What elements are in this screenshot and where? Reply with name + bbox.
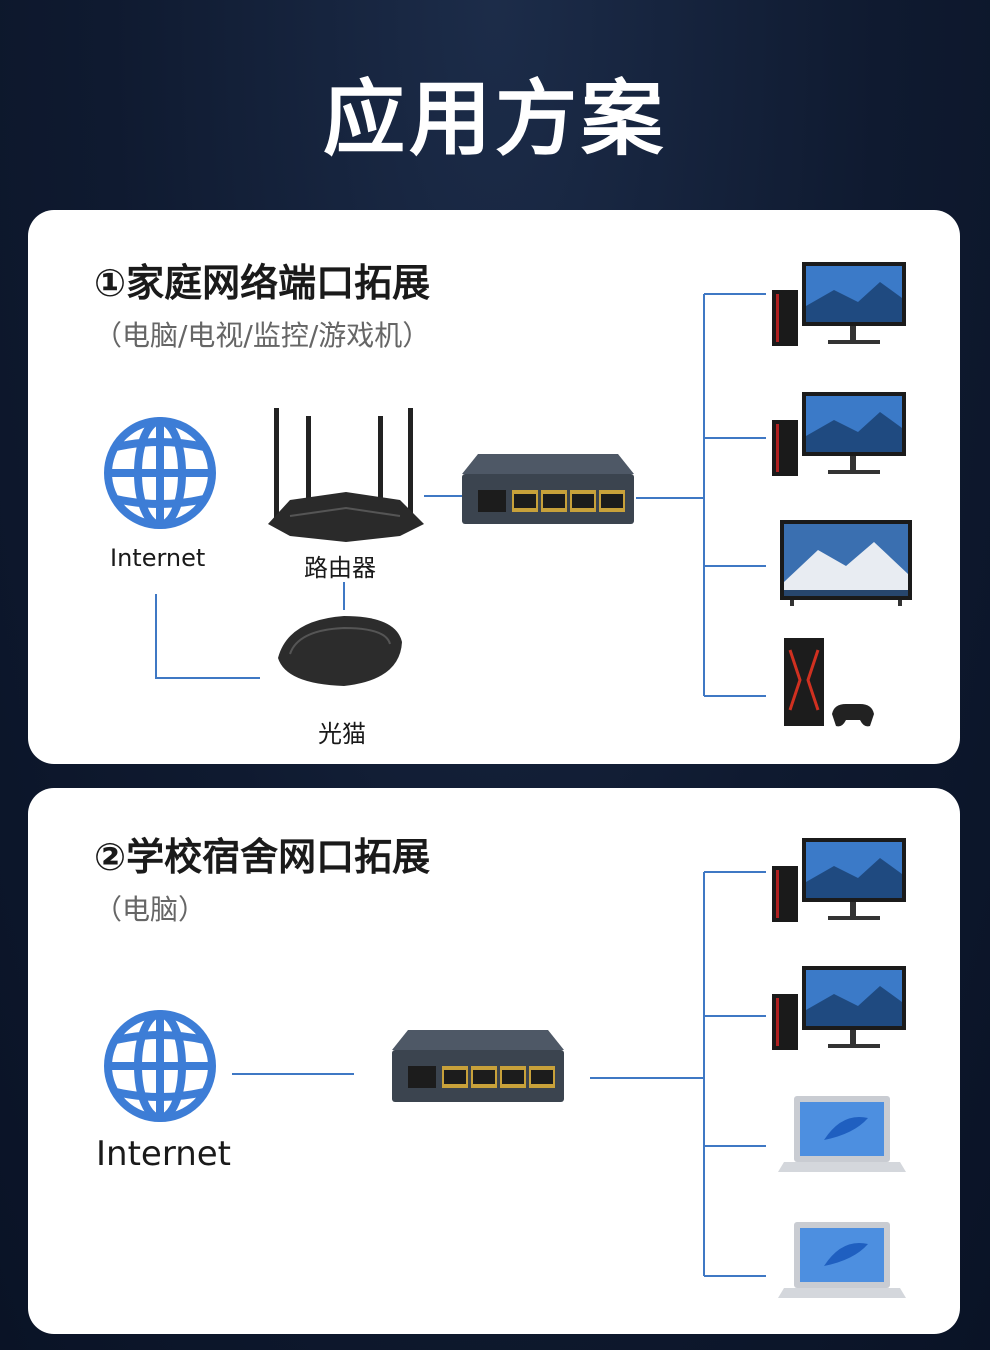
scenario-subtitle: （电脑） — [94, 893, 207, 926]
internet-label: Internet — [110, 544, 206, 572]
globe-icon — [104, 417, 216, 529]
scenario-card-home: ①家庭网络端口拓展 （电脑/电视/监控/游戏机） — [28, 210, 960, 764]
gaming-pc-icon — [784, 638, 824, 726]
router-label: 路由器 — [304, 554, 376, 582]
desktop-pc-icon — [772, 262, 906, 346]
network-diagram-home — [104, 262, 912, 727]
router-icon — [268, 408, 424, 542]
laptop-icon — [778, 1096, 906, 1172]
scenario-title: ②学校宿舍网口拓展 — [94, 835, 431, 879]
connection-lines — [155, 293, 766, 697]
game-controller-icon — [832, 704, 874, 727]
laptop-icon — [778, 1222, 906, 1298]
network-switch-icon — [392, 1030, 564, 1102]
internet-modem-link — [155, 594, 260, 679]
internet-label: Internet — [96, 1134, 232, 1174]
desktop-pc-icon — [772, 966, 906, 1050]
desktop-pc-icon — [772, 392, 906, 476]
globe-icon — [104, 1010, 216, 1122]
scenario-title: ①家庭网络端口拓展 — [94, 261, 431, 305]
network-switch-icon — [462, 454, 634, 524]
connection-lines — [232, 871, 766, 1277]
scenario-card-dorm: ②学校宿舍网口拓展 （电脑） — [28, 788, 960, 1334]
modem-label: 光猫 — [318, 720, 366, 748]
page-title: 应用方案 — [322, 72, 667, 167]
television-icon — [780, 520, 912, 606]
desktop-pc-icon — [772, 838, 906, 922]
network-diagram-dorm — [104, 838, 906, 1298]
scenario-subtitle: （电脑/电视/监控/游戏机） — [94, 319, 431, 352]
optical-modem-icon — [278, 616, 402, 686]
